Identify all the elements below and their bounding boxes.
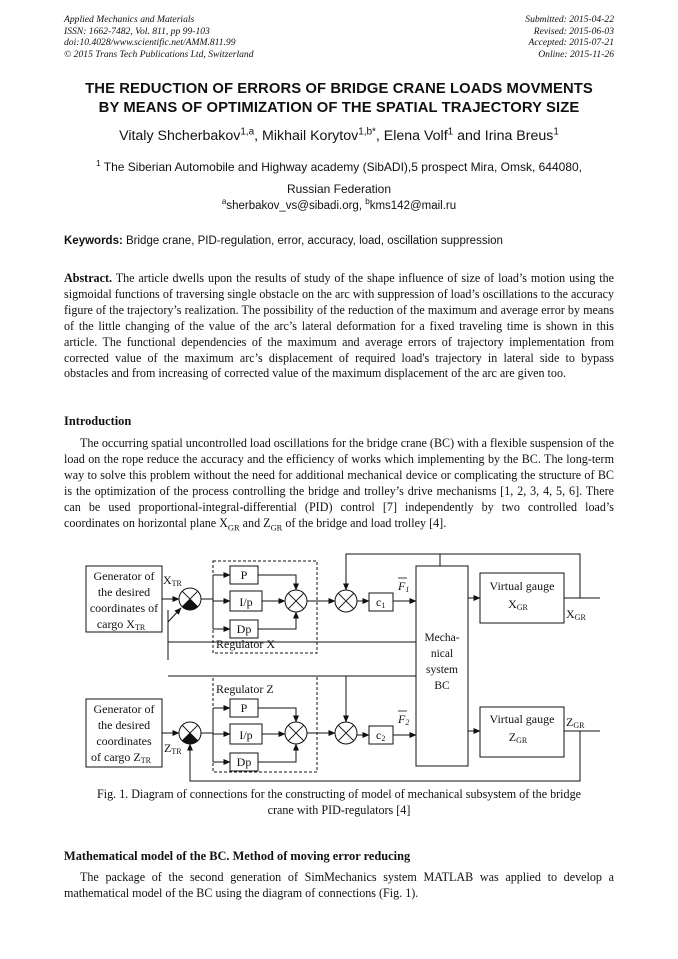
- author-name: Mikhail Korytov: [262, 128, 359, 144]
- output-z-label: ZGR: [566, 715, 585, 730]
- intro-paragraph: The occurring spatial uncontrolled load …: [64, 436, 614, 531]
- author-affil-mark: 1,b*: [358, 126, 376, 138]
- author-affil-mark: 1: [553, 126, 559, 138]
- mech-line: Mecha-: [424, 632, 459, 644]
- title-line-2: BY MEANS OF OPTIMIZATION OF THE SPATIAL …: [98, 100, 580, 116]
- caption-line-1: Fig. 1. Diagram of connections for the c…: [97, 787, 581, 801]
- email-list: asherbakov_vs@sibadi.org, bkms142@mail.r…: [40, 197, 638, 212]
- gauge-x-title: Virtual gauge: [490, 579, 555, 593]
- mech-line: nical: [431, 648, 453, 660]
- ip-label: I/p: [239, 728, 252, 742]
- figure-caption: Fig. 1. Diagram of connections for the c…: [64, 787, 614, 818]
- dp-label: Dp: [237, 755, 252, 769]
- gen-z-line: coordinates: [96, 734, 152, 748]
- author-list: Vitaly Shcherbakov1,a, Mikhail Korytov1,…: [40, 126, 638, 144]
- gauge-z-var: ZGR: [509, 730, 528, 745]
- email-mark: a: [221, 197, 227, 207]
- f1-label: F1: [397, 579, 409, 594]
- regulator-x-label: Regulator X: [216, 637, 275, 651]
- intro-sub: GR: [270, 521, 283, 532]
- paper-title: THE REDUCTION OF ERRORS OF BRIDGE CRANE …: [50, 80, 628, 118]
- journal-issn: ISSN: 1662-7482, Vol. 811, pp 99-103: [64, 25, 210, 37]
- gen-z-line: Generator of: [94, 702, 155, 716]
- p-label: P: [241, 568, 248, 582]
- author-separator: ,: [375, 128, 384, 144]
- abstract-label: Abstract.: [64, 271, 113, 285]
- author-affil-mark: 1: [447, 126, 454, 138]
- affil-mark: 1: [95, 158, 101, 168]
- section-paragraph: The package of the second generation of …: [64, 870, 614, 900]
- journal-name: Applied Mechanics and Materials: [64, 14, 195, 25]
- intro-sub: GR: [227, 521, 240, 532]
- email-mark: b: [365, 197, 370, 207]
- keywords: Keywords: Bridge crane, PID-regulation, …: [64, 235, 616, 247]
- keywords-text: Bridge crane, PID-regulation, error, acc…: [122, 235, 503, 247]
- gen-x-line: coordinates of: [90, 601, 158, 615]
- intro-text: and Z: [239, 515, 271, 530]
- email-address[interactable]: sherbakov_vs@sibadi.org,: [226, 200, 366, 212]
- c2-label: c2: [376, 728, 385, 743]
- f2-label: F2: [397, 712, 409, 727]
- section-heading: Mathematical model of the BC. Method of …: [64, 849, 411, 863]
- affil-line-2: Russian Federation: [286, 182, 392, 196]
- gen-x-line: cargo XTR: [97, 617, 146, 632]
- gen-x-line: Generator of: [94, 569, 155, 583]
- regulator-z-label: Regulator Z: [216, 682, 274, 696]
- gen-z-line: of cargo ZTR: [91, 750, 152, 765]
- ztr-label: ZTR: [164, 741, 182, 756]
- c1-label: c1: [376, 595, 385, 610]
- author-separator: and: [453, 128, 485, 144]
- xtr-label: XTR: [163, 573, 183, 588]
- mech-line: system: [426, 664, 458, 676]
- caption-line-2: crane with PID-regulators [4]: [267, 802, 411, 817]
- ip-label: I/p: [239, 595, 252, 609]
- mech-line: BC: [434, 680, 450, 692]
- intro-text: The occurring spatial uncontrolled load …: [64, 436, 614, 530]
- journal-copyright: © 2015 Trans Tech Publications Ltd, Swit…: [64, 48, 254, 60]
- abstract-text: The article dwells upon the results of s…: [64, 271, 614, 381]
- gauge-x-var: XGR: [508, 597, 528, 612]
- intro-heading: Introduction: [64, 414, 132, 428]
- date-submitted: Submitted: 2015-04-22: [525, 14, 614, 25]
- intro-text: of the bridge and load trolley [4].: [282, 515, 447, 530]
- date-online: Online: 2015-11-26: [538, 48, 614, 60]
- author-name: Irina Breus: [484, 128, 554, 144]
- keywords-label: Keywords:: [64, 235, 123, 247]
- gauge-z-title: Virtual gauge: [490, 712, 555, 726]
- gen-z-line: the desired: [98, 718, 150, 732]
- journal-doi: doi:10.4028/www.scientific.net/AMM.811.9…: [64, 37, 236, 48]
- title-line-1: THE REDUCTION OF ERRORS OF BRIDGE CRANE …: [85, 81, 593, 97]
- p-label: P: [241, 701, 248, 715]
- affiliation: 1 The Siberian Automobile and Highway ac…: [40, 156, 638, 200]
- submission-dates: Submitted: 2015-04-22 Revised: 2015-06-0…: [525, 14, 614, 60]
- output-x-label: XGR: [566, 607, 586, 622]
- email-address[interactable]: kms142@mail.ru: [369, 200, 457, 212]
- gen-x-line: the desired: [98, 585, 150, 599]
- affil-line-1: The Siberian Automobile and Highway acad…: [100, 160, 583, 174]
- author-affil-mark: 1,a: [240, 126, 255, 138]
- dp-label: Dp: [237, 622, 252, 636]
- mechanical-system-box: [415, 565, 469, 767]
- author-name: Vitaly Shcherbakov: [119, 128, 241, 144]
- author-separator: ,: [254, 128, 262, 144]
- date-revised: Revised: 2015-06-03: [533, 25, 614, 37]
- abstract: Abstract. The article dwells upon the re…: [64, 271, 614, 382]
- journal-info: Applied Mechanics and Materials ISSN: 16…: [64, 14, 254, 60]
- date-accepted: Accepted: 2015-07-21: [528, 37, 614, 48]
- author-name: Elena Volf: [383, 128, 448, 144]
